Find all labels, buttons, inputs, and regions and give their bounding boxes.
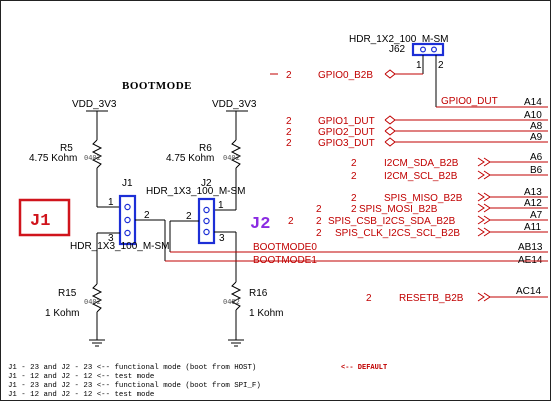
resetb-net: RESETB_B2B bbox=[399, 293, 464, 304]
note-line-4: J1 - 12 and J2 - 12 <-- test mode bbox=[8, 391, 154, 399]
r6-value: 4.75 Kohm bbox=[166, 153, 214, 164]
ball-a14: A14 bbox=[524, 97, 542, 108]
spis-miso-net: SPIS_MISO_B2B bbox=[384, 193, 463, 204]
j1-callout: J1 bbox=[18, 198, 71, 237]
note-line-2: J1 - 12 and J2 - 12 <-- test mode bbox=[8, 373, 154, 381]
svg-text:2: 2 bbox=[316, 216, 322, 227]
gpio0-dut-net: GPIO0_DUT bbox=[441, 96, 498, 107]
j62-header bbox=[411, 42, 445, 57]
r15-value: 1 Kohm bbox=[45, 308, 79, 319]
svg-text:2: 2 bbox=[316, 204, 322, 215]
r16-package: 0402 bbox=[223, 298, 240, 306]
j1-part: HDR_1X3_100_M-SM bbox=[70, 241, 170, 252]
ball-a9: A9 bbox=[530, 132, 543, 143]
r15-package: 0402 bbox=[84, 298, 101, 306]
r6-ref: R6 bbox=[199, 143, 212, 154]
bootmode1-net: BOOTMODE1 bbox=[253, 255, 317, 266]
r16-value: 1 Kohm bbox=[249, 308, 283, 319]
j1-pin2: 2 bbox=[144, 210, 150, 221]
note-line-3: J1 - 23 and J2 - 23 <-- functional mode … bbox=[8, 382, 261, 390]
r6-resistor bbox=[230, 139, 242, 169]
ball-ac14: AC14 bbox=[516, 286, 541, 297]
r5-package: 0402 bbox=[84, 154, 101, 162]
ball-a10: A10 bbox=[524, 110, 542, 121]
svg-text:2: 2 bbox=[366, 293, 372, 304]
j62-ref: J62 bbox=[389, 44, 406, 55]
ball-b6: B6 bbox=[530, 165, 543, 176]
svg-text:2: 2 bbox=[351, 204, 357, 215]
gpio0-b2b-num: 2 bbox=[286, 70, 292, 81]
bootmode0-net: BOOTMODE0 bbox=[253, 242, 317, 253]
r15-ref: R15 bbox=[58, 288, 77, 299]
j2-pin1: 1 bbox=[218, 200, 224, 211]
note-line-1: J1 - 23 and J2 - 23 <-- functional mode … bbox=[8, 364, 256, 372]
ball-a11: A11 bbox=[524, 222, 541, 233]
j62-pin1: 1 bbox=[416, 60, 422, 71]
svg-text:2: 2 bbox=[351, 171, 357, 182]
gpio1-dut-net: GPIO1_DUT bbox=[318, 116, 375, 127]
gpio2-dut-net: GPIO2_DUT bbox=[318, 127, 375, 138]
default-tag: <-- DEFAULT bbox=[341, 364, 387, 372]
ball-a13: A13 bbox=[524, 187, 542, 198]
j2-callout-label: J2 bbox=[250, 215, 270, 234]
j62-pin2: 2 bbox=[438, 60, 444, 71]
gpio3-dut-net: GPIO3_DUT bbox=[318, 138, 375, 149]
j2-header bbox=[197, 197, 216, 245]
ground-icon bbox=[89, 339, 105, 347]
j62-part: HDR_1X2_100_M-SM bbox=[349, 34, 449, 45]
r16-ref: R16 bbox=[249, 288, 268, 299]
svg-text:2: 2 bbox=[351, 158, 357, 169]
j1-callout-label: J1 bbox=[30, 212, 50, 231]
ball-ab13: AB13 bbox=[518, 242, 543, 253]
r5-ref: R5 bbox=[60, 143, 73, 154]
svg-text:2: 2 bbox=[286, 138, 292, 149]
spis-mosi-net: SPIS_MOSI_B2B bbox=[359, 204, 438, 215]
svg-text:2: 2 bbox=[316, 228, 322, 239]
spis-csb-net: SPIS_CSB_I2CS_SDA_B2B bbox=[328, 216, 456, 227]
j2-part: HDR_1X3_100_M-SM bbox=[146, 186, 246, 197]
j1-header bbox=[118, 194, 137, 246]
gpio0-b2b-net: GPIO0_B2B bbox=[318, 70, 373, 81]
vdd-right-label: VDD_3V3 bbox=[212, 99, 257, 110]
j1-ref: J1 bbox=[122, 178, 133, 189]
svg-text:2: 2 bbox=[288, 216, 294, 227]
svg-text:2: 2 bbox=[286, 116, 292, 127]
j2-pin3: 3 bbox=[219, 233, 225, 244]
vdd-left-label: VDD_3V3 bbox=[72, 99, 117, 110]
ball-a6: A6 bbox=[530, 152, 543, 163]
bootmode-title: BOOTMODE bbox=[122, 80, 192, 92]
spis-clk-net: SPIS_CLK_I2CS_SCL_B2B bbox=[335, 228, 460, 239]
r5-value: 4.75 Kohm bbox=[29, 153, 77, 164]
ground-icon bbox=[228, 339, 244, 347]
ball-a7: A7 bbox=[530, 210, 543, 221]
i2cm-scl-net: I2CM_SCL_B2B bbox=[384, 171, 458, 182]
i2cm-sda-net: I2CM_SDA_B2B bbox=[384, 158, 459, 169]
r16-resistor bbox=[230, 281, 242, 311]
j2-ref: J2 bbox=[201, 178, 212, 189]
r6-package: 0402 bbox=[223, 154, 240, 162]
ball-a12: A12 bbox=[524, 198, 542, 209]
j1-pin3: 3 bbox=[108, 233, 114, 244]
ball-a8: A8 bbox=[530, 121, 543, 132]
svg-text:2: 2 bbox=[351, 193, 357, 204]
r15-resistor bbox=[91, 283, 103, 313]
r5-resistor bbox=[91, 139, 103, 169]
j1-pin1: 1 bbox=[108, 197, 114, 208]
svg-text:2: 2 bbox=[286, 127, 292, 138]
j2-pin2: 2 bbox=[186, 211, 192, 222]
